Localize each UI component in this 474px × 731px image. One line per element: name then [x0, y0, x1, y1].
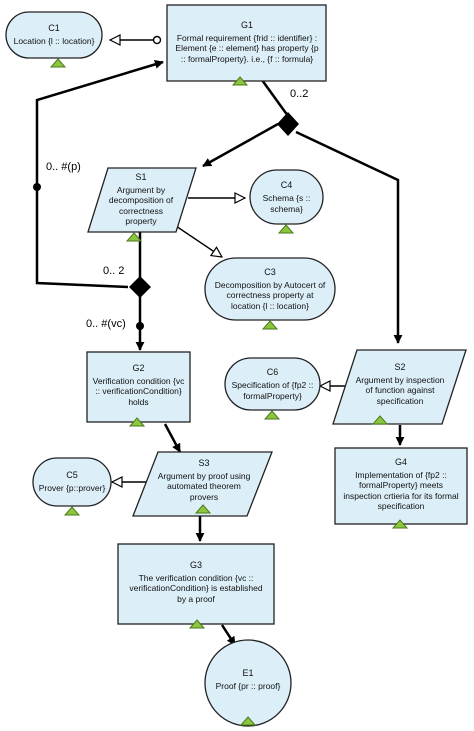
s3-strategy[interactable]	[132, 451, 273, 517]
g1-triangle-icon	[231, 76, 249, 86]
hollow-dot	[152, 35, 162, 45]
g2-dot	[136, 322, 144, 330]
edge-split1-s1	[202, 122, 279, 168]
split-diamond-2	[129, 276, 151, 298]
multiplicity-s1-split: 0.. 2	[103, 265, 125, 277]
s2-strategy[interactable]	[332, 349, 467, 425]
s1-triangle-icon	[125, 232, 143, 242]
edge-loop-to-g1	[35, 60, 164, 289]
g2-goal[interactable]	[86, 351, 191, 423]
c3-context[interactable]	[204, 257, 336, 321]
g4-goal[interactable]	[334, 447, 468, 525]
g2-triangle-icon	[128, 417, 146, 427]
e1-triangle-icon	[239, 716, 257, 726]
multiplicity-markers	[33, 35, 299, 330]
multiplicity-g1-split: 0..2	[290, 88, 309, 100]
c1-triangle-icon	[49, 58, 67, 68]
s1-strategy[interactable]	[87, 167, 197, 233]
c6-triangle-icon	[263, 410, 281, 420]
e1-solution[interactable]	[204, 639, 292, 727]
c4-triangle-icon	[277, 224, 295, 234]
edge-s1-c3	[169, 221, 222, 257]
edge-g1-split1	[260, 79, 290, 117]
g3-goal[interactable]	[117, 543, 275, 625]
c6-context[interactable]	[224, 357, 321, 411]
nodes	[5, 4, 468, 727]
c1-context[interactable]	[5, 11, 103, 59]
c5-triangle-icon	[63, 506, 81, 516]
s2-triangle-icon	[371, 415, 389, 425]
edge-g3-e1	[220, 624, 237, 646]
g4-triangle-icon	[391, 519, 409, 529]
s3-triangle-icon	[194, 504, 212, 514]
g3-triangle-icon	[188, 619, 206, 629]
edge-g2-s3	[163, 423, 182, 453]
c3-triangle-icon	[261, 320, 279, 330]
multiplicity-to-g2: 0.. #(vc)	[86, 318, 126, 330]
g1-goal[interactable]	[166, 4, 327, 82]
multiplicity-loop: 0.. #(p)	[46, 161, 81, 173]
loop-dot	[33, 183, 41, 191]
edge-split1-s2	[295, 130, 403, 344]
c5-context[interactable]	[32, 457, 112, 507]
split-diamond-1	[277, 112, 299, 136]
c4-context[interactable]	[249, 169, 324, 225]
triangle-markers	[49, 58, 409, 726]
